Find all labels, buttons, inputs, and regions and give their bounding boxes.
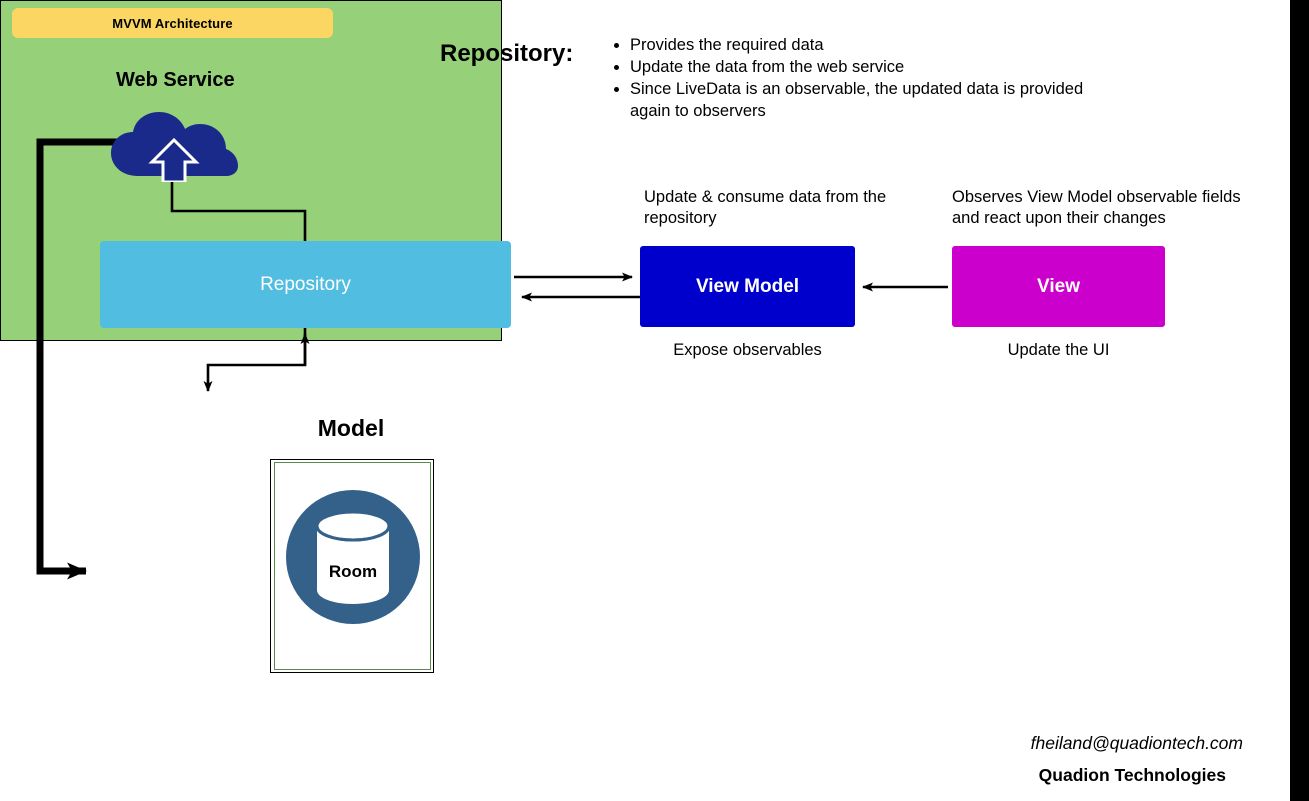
diagram-title-label: MVVM Architecture [112, 15, 233, 31]
list-item: Since LiveData is an observable, the upd… [630, 78, 1110, 122]
model-node-label: Model [317, 415, 385, 441]
list-item: Provides the required data [630, 34, 1110, 56]
view-top-caption: Observes View Model observable fields an… [952, 188, 1241, 227]
view-bottom-caption: Update the UI [1007, 341, 1110, 359]
repository-notes-list: Provides the required data Update the da… [612, 34, 1110, 122]
database-cylinder-icon [286, 490, 420, 624]
web-service-title: Web Service [116, 69, 235, 91]
right-edge-band [1290, 0, 1309, 801]
room-frame-inner [274, 462, 431, 670]
list-item: Update the data from the web service [630, 56, 1110, 78]
footer-email: fheiland@quadiontech.com [1030, 733, 1243, 753]
repository-node[interactable]: Repository [100, 241, 511, 328]
view-node[interactable]: View [952, 246, 1165, 327]
view-model-bottom-caption: Expose observables [673, 341, 822, 359]
repository-node-label: Repository [260, 273, 351, 295]
view-model-node[interactable]: View Model [640, 246, 855, 327]
view-model-top-caption: Update & consume data from the repositor… [644, 188, 887, 227]
view-model-node-label: View Model [695, 275, 800, 297]
repository-notes-heading: Repository: [440, 40, 574, 67]
footer-company: Quadion Technologies [1038, 765, 1226, 785]
diagram-title-banner: MVVM Architecture [12, 8, 333, 38]
room-frame-outer [270, 459, 434, 673]
view-node-label: View [1037, 275, 1080, 297]
cloud-upload-icon [111, 112, 238, 182]
